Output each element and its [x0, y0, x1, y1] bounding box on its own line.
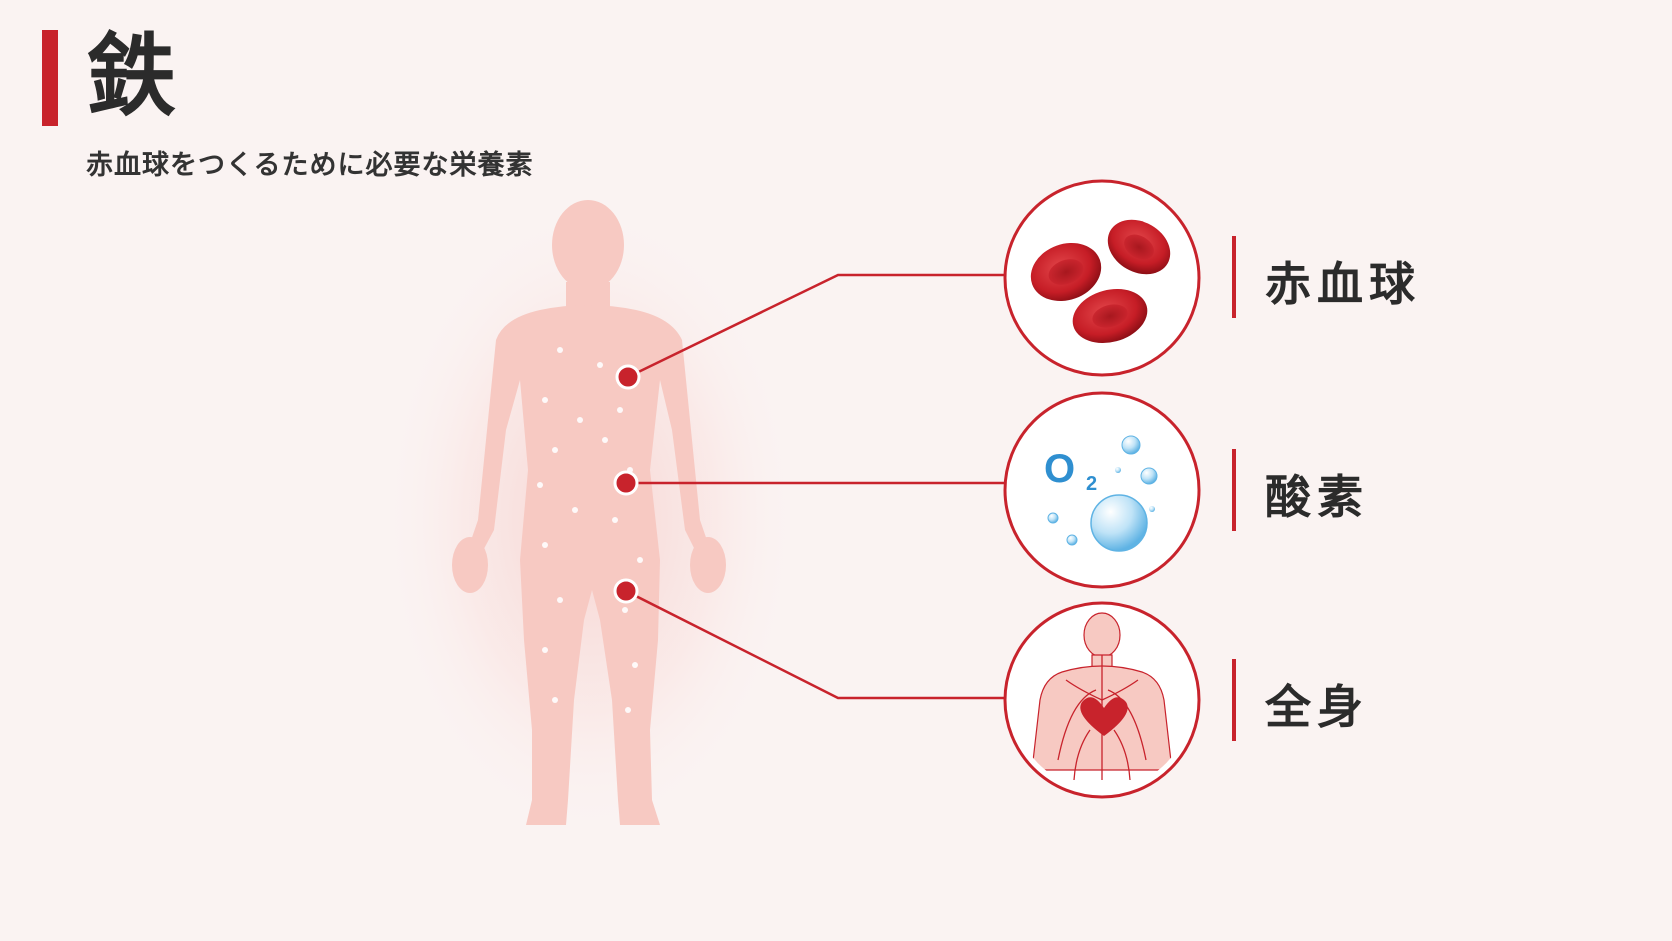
page-subtitle: 赤血球をつくるために必要な栄養素: [86, 150, 534, 181]
oxygen-frame: [1003, 391, 1201, 589]
page-title: 鉄: [86, 24, 176, 129]
body-speckles: [537, 347, 643, 713]
o2-symbol: O: [1044, 447, 1075, 491]
connector-line-3: [625, 589, 1006, 700]
label-rule-1: [1232, 236, 1236, 318]
o2-subscript: 2: [1086, 473, 1097, 495]
label-oxygen: 酸素: [1265, 470, 1369, 524]
marker-dot-2: [613, 470, 639, 496]
oxygen-icon: O 2: [1044, 435, 1158, 552]
marker-dot-3: [613, 578, 639, 604]
label-rule-2: [1232, 449, 1236, 531]
label-rule-3: [1232, 659, 1236, 741]
heart-icon: [1080, 697, 1128, 736]
circulatory-system-icon: [1031, 612, 1173, 781]
title-accent-bar: [42, 30, 58, 126]
connector-lines: [625, 273, 1006, 700]
label-red-blood-cells: 赤血球: [1265, 257, 1421, 311]
marker-dot-1: [615, 364, 641, 390]
human-body-silhouette: [452, 200, 726, 825]
connector-line-1: [627, 273, 1006, 379]
red-blood-cells-icon: [1030, 219, 1171, 343]
label-whole-body: 全身: [1265, 680, 1369, 734]
body-markers: [613, 364, 641, 604]
